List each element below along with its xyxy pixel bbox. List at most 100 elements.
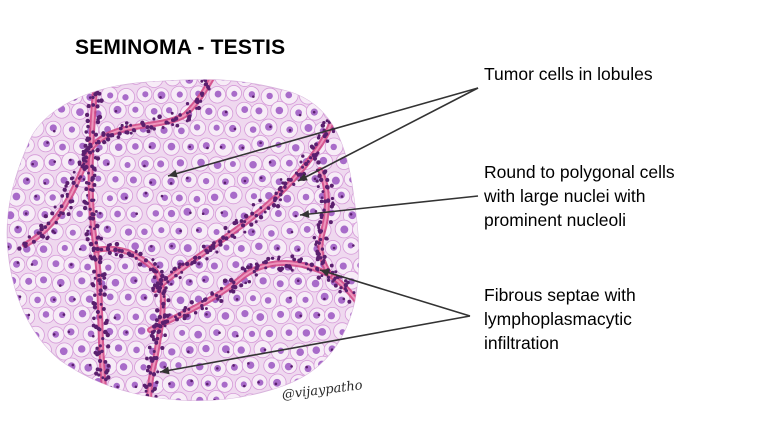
- cell-nucleus: [230, 398, 237, 401]
- lymphocyte: [318, 177, 324, 183]
- lymphocyte: [97, 373, 101, 377]
- lymphocyte: [98, 344, 102, 348]
- scattered-lymphocyte: [114, 109, 118, 113]
- scattered-lymphocyte: [24, 212, 28, 215]
- lymphocyte: [98, 288, 103, 293]
- scattered-lymphocyte: [73, 298, 76, 301]
- lymphocyte: [210, 243, 216, 249]
- lymphocyte: [88, 241, 94, 247]
- lymphocyte: [186, 117, 192, 122]
- lymphocyte: [328, 220, 333, 225]
- lymphocyte: [301, 154, 305, 158]
- lymphocyte: [178, 313, 182, 317]
- scattered-lymphocyte: [233, 127, 237, 131]
- lymphocyte: [92, 316, 96, 321]
- lymphocyte: [161, 305, 165, 309]
- lymphocyte: [248, 265, 253, 269]
- lymphocyte: [106, 363, 111, 368]
- tumor-cell: [324, 79, 342, 86]
- cell-nucleus: [193, 195, 201, 203]
- label-tumor-cells: Tumor cells in lobules: [484, 62, 653, 86]
- cell-nucleus: [13, 260, 21, 268]
- lymphocyte: [83, 200, 88, 205]
- cell-nucleus: [277, 310, 285, 318]
- cell-nucleus: [152, 210, 160, 217]
- scattered-lymphocyte: [34, 194, 38, 198]
- lymphocyte: [103, 391, 108, 397]
- tumor-cell: [352, 257, 359, 275]
- label-line: with large nuclei with: [484, 186, 646, 206]
- lymphocyte: [152, 283, 157, 288]
- lymphocyte: [316, 185, 320, 189]
- scattered-lymphocyte: [276, 247, 280, 250]
- lymphocyte: [322, 208, 326, 212]
- lymphocyte: [234, 221, 239, 225]
- lymphocyte: [93, 132, 99, 137]
- lymphocyte: [17, 246, 22, 251]
- tumor-cell: [27, 392, 44, 401]
- tumor-cell: [119, 394, 137, 401]
- lymphocyte: [96, 350, 102, 356]
- lymphocyte: [218, 242, 223, 247]
- scattered-lymphocyte: [44, 109, 48, 113]
- lymphocyte: [258, 198, 262, 203]
- lymphocyte: [281, 181, 285, 185]
- tumor-cell: [71, 374, 90, 393]
- scattered-lymphocyte: [223, 181, 227, 185]
- cell-nucleus: [124, 228, 133, 236]
- scattered-lymphocyte: [205, 382, 209, 386]
- lymphocyte: [178, 262, 182, 267]
- cell-nucleus: [141, 160, 149, 168]
- cell-nucleus: [213, 396, 220, 401]
- lymphocyte: [87, 150, 92, 155]
- scattered-lymphocyte: [294, 214, 298, 218]
- scattered-lymphocyte: [297, 248, 300, 251]
- lymphocyte: [124, 130, 129, 135]
- lymphocyte: [80, 164, 86, 169]
- tumor-cell: [144, 79, 164, 88]
- cell-nucleus: [284, 362, 293, 371]
- lymphocyte: [157, 323, 162, 328]
- lymphocyte: [148, 267, 153, 272]
- cell-nucleus: [348, 211, 357, 220]
- cell-nucleus: [49, 93, 57, 102]
- cell-nucleus: [318, 360, 326, 369]
- cell-nucleus: [7, 79, 13, 82]
- cell-nucleus: [265, 123, 273, 131]
- lymphocyte: [113, 247, 118, 253]
- diagram-title: SEMINOMA - TESTIS: [75, 36, 286, 59]
- lymphocyte: [94, 141, 98, 145]
- lymphocyte: [149, 333, 154, 338]
- lymphocyte: [320, 274, 324, 278]
- lymphocyte: [234, 218, 238, 222]
- tumor-cell: [344, 104, 359, 121]
- lymphocyte: [320, 247, 325, 251]
- lymphocyte: [195, 106, 199, 110]
- lymphocyte: [228, 277, 234, 283]
- scattered-lymphocyte: [342, 297, 346, 301]
- cell-nucleus: [210, 193, 219, 202]
- lymphocyte: [77, 160, 82, 165]
- lymphocyte: [155, 308, 160, 313]
- lymphocyte: [84, 112, 90, 118]
- lymphocyte: [185, 111, 189, 115]
- tumor-cell: [72, 79, 90, 88]
- lymphocyte: [98, 368, 103, 372]
- lymphocyte: [155, 336, 160, 341]
- lymphocyte: [290, 268, 294, 272]
- lymphocyte: [85, 237, 90, 242]
- cell-nucleus: [304, 365, 312, 373]
- lymphocyte: [163, 324, 167, 328]
- scattered-lymphocyte: [257, 380, 260, 384]
- arrowhead: [320, 268, 330, 277]
- lymphocyte: [155, 281, 160, 286]
- lymphocyte: [65, 192, 69, 197]
- cell-nucleus: [356, 363, 359, 372]
- cell-nucleus: [296, 348, 305, 357]
- lymphocyte: [43, 214, 48, 219]
- cell-nucleus: [33, 194, 41, 201]
- lymphocyte: [322, 199, 328, 204]
- lymphocyte: [162, 315, 167, 319]
- tumor-cell: [272, 79, 289, 85]
- lymphocyte: [271, 203, 277, 208]
